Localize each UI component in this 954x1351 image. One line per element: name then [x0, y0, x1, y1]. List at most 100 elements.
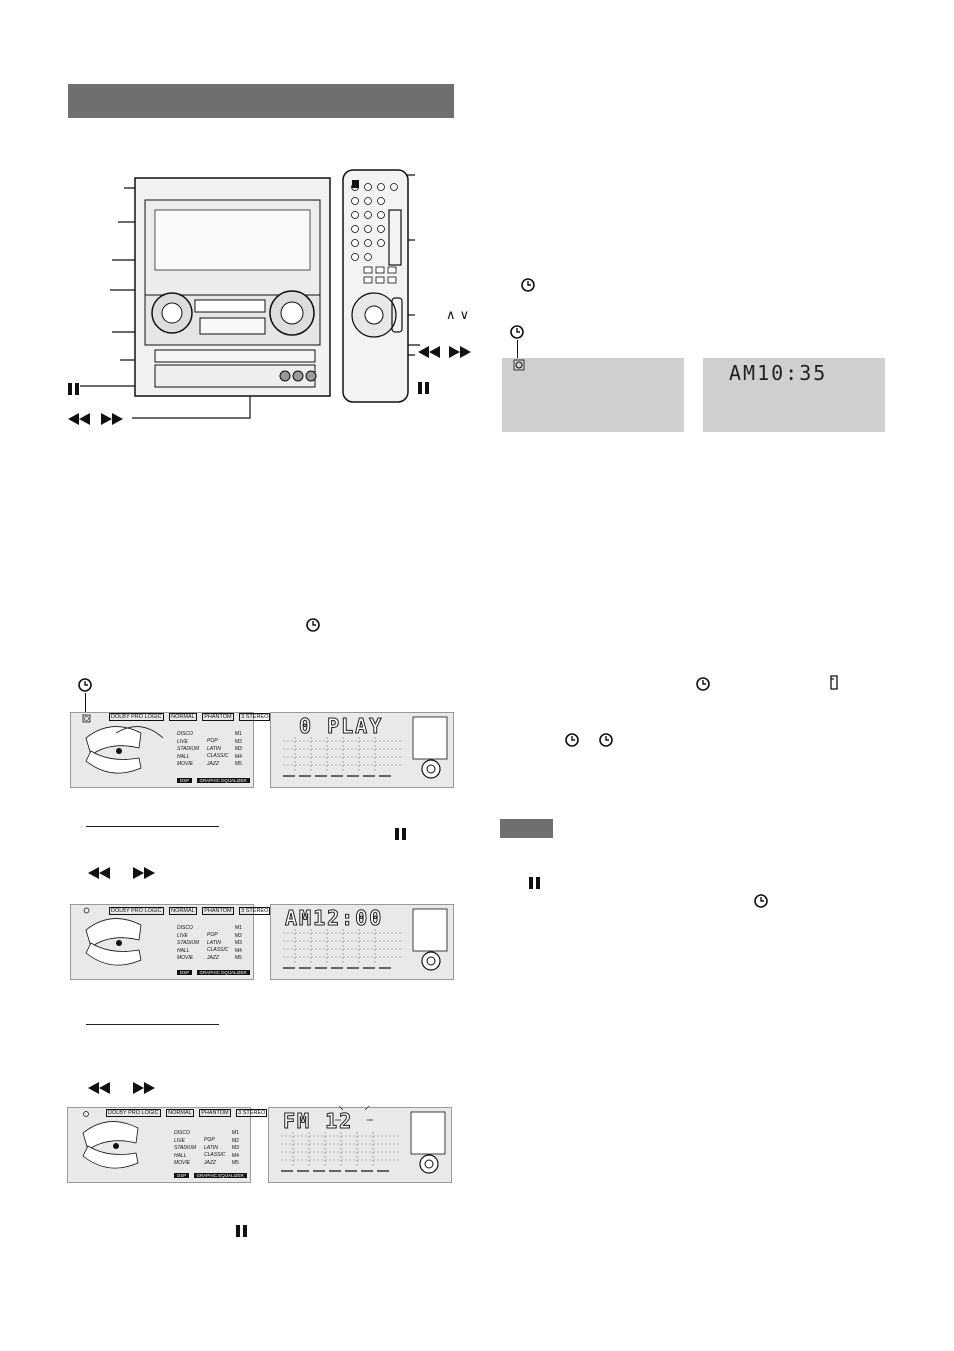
mode-hall: HALL: [177, 753, 190, 760]
underline: [86, 1024, 219, 1025]
mode-pop: POP: [207, 738, 218, 744]
mode-latin: LATIN: [207, 745, 221, 752]
mode-movie: MOVIE: [174, 1160, 191, 1166]
memory-m3: M3: [232, 1145, 239, 1151]
main-panel-graphic: [281, 1105, 446, 1174]
mode-jazz: JAZZ: [204, 1159, 216, 1166]
mode-pop: POP: [207, 932, 218, 938]
lcd-display-clock-indicator: [502, 358, 684, 432]
mode-disco: DISCO: [174, 1130, 190, 1136]
callout-line: [85, 693, 86, 713]
mode-latin: LATIN: [204, 1144, 218, 1151]
fast-forward-icon: [133, 1082, 155, 1094]
lcd-display-clock: AM10:35: [703, 358, 885, 432]
mode-stadium: STADIUM: [174, 1145, 197, 1151]
memory-m5: M5: [235, 955, 242, 961]
memory-m2: M2: [235, 932, 242, 939]
memory-m4: M4: [232, 1152, 239, 1159]
badge-dolby: DOLBY PRO LOGIC: [109, 713, 164, 721]
panel-footer: DSP GRAPHIC EQUALIZER: [174, 1173, 247, 1178]
clock-icon: [696, 677, 710, 691]
mode-live: LIVE: [177, 738, 188, 745]
mode-jazz: JAZZ: [207, 760, 219, 767]
lcd-panel-main: FM 12: [268, 1105, 452, 1183]
pause-icon: [418, 382, 429, 394]
memory-m4: M4: [235, 753, 242, 760]
clock-icon: [565, 733, 579, 747]
memory-m3: M3: [235, 940, 242, 946]
clock-icon: [78, 678, 92, 692]
volume-display-text: FM 12: [282, 1109, 354, 1134]
dsp-mode-list-right: POP LATIN CLASSIC JAZZ: [207, 932, 228, 962]
badge-row: DOLBY PRO LOGIC NORMAL PHANTOM 3 STEREO: [109, 713, 271, 721]
pause-icon: [395, 828, 406, 840]
memory-m5: M5: [232, 1160, 239, 1166]
badge-phantom: PHANTOM: [199, 1109, 231, 1117]
up-down-label: ∧ ∨: [446, 308, 470, 323]
lcd-panel-dsp: DOLBY PRO LOGIC NORMAL PHANTOM 3 STEREO …: [70, 904, 271, 980]
mode-hall: HALL: [174, 1152, 187, 1159]
dsp-panel-graphic: [82, 1111, 139, 1169]
mode-movie: MOVIE: [177, 761, 194, 767]
dsp-mode-list-left: DISCO LIVE STADIUM HALL MOVIE: [177, 925, 199, 963]
badge-normal: NORMAL: [169, 907, 197, 915]
pause-icon: [236, 1225, 247, 1237]
rewind-icon: [68, 413, 90, 425]
rewind-icon: [88, 867, 110, 879]
mode-pop: POP: [204, 1137, 215, 1143]
fast-forward-icon: [449, 346, 471, 358]
badge-3stereo: 3 STEREO: [239, 713, 271, 721]
dsp-panel-graphic: [82, 714, 164, 774]
mode-stadium: STADIUM: [177, 746, 200, 752]
underline: [86, 826, 219, 827]
mode-movie: MOVIE: [177, 955, 194, 961]
footer-dsp: DSP: [177, 970, 193, 975]
mode-disco: DISCO: [177, 731, 193, 737]
badge-dolby: DOLBY PRO LOGIC: [109, 907, 164, 915]
mode-latin: LATIN: [207, 939, 221, 946]
badge-phantom: PHANTOM: [202, 713, 234, 721]
dsp-mode-list-right: POP LATIN CLASSIC JAZZ: [204, 1137, 225, 1167]
pause-icon: [529, 877, 540, 889]
clock-icon: [754, 894, 768, 908]
dsp-mode-list-left: DISCO LIVE STADIUM HALL MOVIE: [174, 1130, 196, 1168]
mode-live: LIVE: [177, 932, 188, 939]
callout-line: [517, 340, 518, 358]
footer-dsp: DSP: [174, 1173, 190, 1178]
pause-icon: [68, 383, 79, 395]
fast-forward-icon: [101, 413, 123, 425]
section-header-bar: [68, 84, 454, 118]
notes-badge: [500, 819, 553, 838]
lcd-panel-dsp: DOLBY PRO LOGIC NORMAL PHANTOM 3 STEREO …: [70, 712, 271, 788]
badge-3stereo: 3 STEREO: [236, 1109, 268, 1117]
mode-classic: CLASSIC: [207, 947, 229, 953]
clock-icon: [306, 618, 320, 632]
mode-classic: CLASSIC: [204, 1152, 226, 1158]
memory-m2: M2: [232, 1137, 239, 1144]
main-panel-graphic: [283, 716, 448, 779]
clock-icon: [521, 278, 535, 292]
mode-classic: CLASSIC: [207, 753, 229, 759]
stereo-unit-illustration: [80, 177, 331, 419]
dsp-mode-list-left: DISCO LIVE STADIUM HALL MOVIE: [177, 731, 199, 769]
footer-dsp: DSP: [177, 778, 193, 783]
clock-icon: [599, 733, 613, 747]
memory-list: M1 M2 M3 M4 M5: [235, 731, 242, 769]
timer-icon: [830, 675, 838, 690]
memory-m3: M3: [235, 746, 242, 752]
clock-time-text: AM10:35: [729, 361, 828, 385]
remote-control-illustration: [342, 169, 420, 403]
lcd-panel-main: AM12:00: [270, 904, 454, 980]
dsp-panel-graphic: [83, 907, 142, 966]
memory-m4: M4: [235, 947, 242, 954]
footer-eq: GRAPHIC EQUALIZER: [193, 1173, 247, 1178]
memory-m1: M1: [235, 925, 242, 931]
footer-eq: GRAPHIC EQUALIZER: [196, 970, 250, 975]
play-display-text: 0 PLAY: [298, 714, 384, 739]
main-panel-graphic: [283, 908, 448, 971]
memory-m2: M2: [235, 738, 242, 745]
memory-list: M1 M2 M3 M4 M5: [232, 1130, 239, 1168]
dsp-mode-list-right: POP LATIN CLASSIC JAZZ: [207, 738, 228, 768]
rewind-icon: [88, 1082, 110, 1094]
